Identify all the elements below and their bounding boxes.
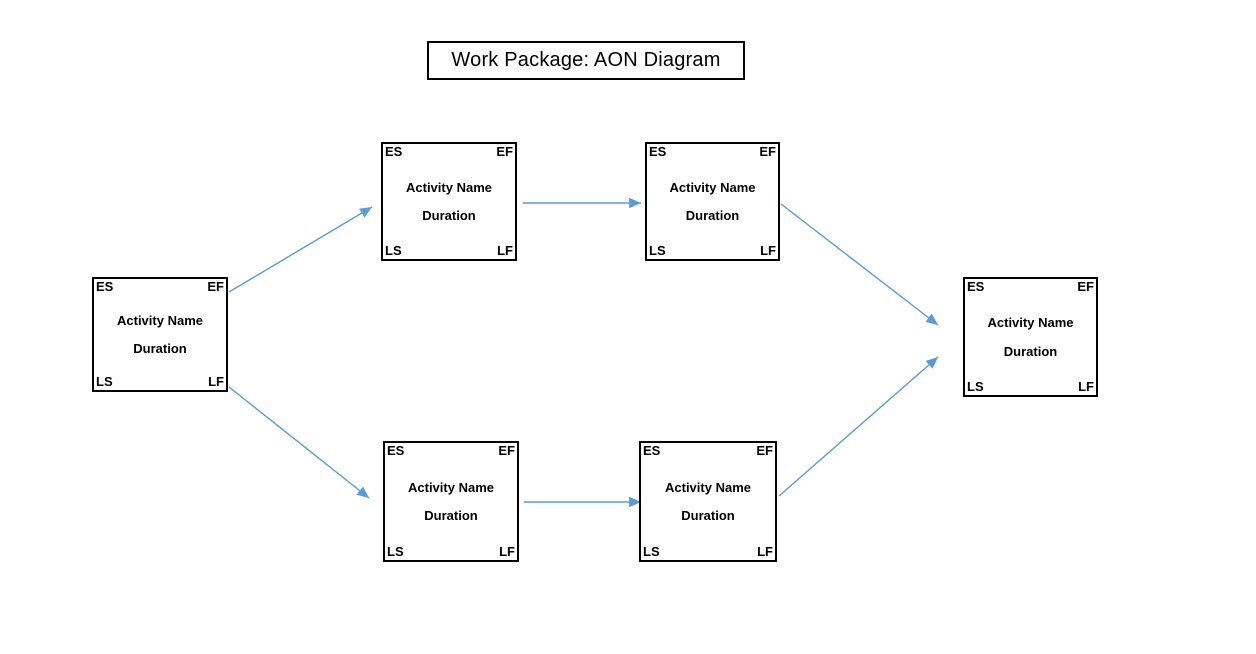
lf-label: LF bbox=[757, 544, 773, 560]
activity-name-label: Activity Name bbox=[408, 479, 494, 495]
late-dates-row: LS LF bbox=[385, 544, 517, 560]
ef-label: EF bbox=[496, 144, 513, 159]
lf-label: LF bbox=[499, 544, 515, 560]
activity-name-label: Activity Name bbox=[117, 312, 203, 328]
early-dates-row: ES EF bbox=[385, 443, 517, 459]
activity-name-label: Activity Name bbox=[665, 479, 751, 495]
duration-label: Duration bbox=[681, 508, 735, 523]
activity-node-start: ES EF Activity Name Duration LS LF bbox=[92, 277, 228, 392]
ls-label: LS bbox=[643, 544, 660, 560]
duration-label: Duration bbox=[685, 208, 740, 223]
node-center: Activity Name Duration bbox=[383, 160, 515, 244]
early-dates-row: ES EF bbox=[647, 144, 778, 160]
duration-label: Duration bbox=[422, 208, 476, 223]
ef-label: EF bbox=[207, 279, 224, 294]
es-label: ES bbox=[649, 144, 667, 159]
arrow-upper-2-to-end bbox=[780, 203, 939, 326]
early-dates-row: ES EF bbox=[94, 279, 226, 295]
late-dates-row: LS LF bbox=[641, 544, 775, 560]
ef-label: EF bbox=[756, 443, 773, 458]
early-dates-row: ES EF bbox=[383, 144, 515, 160]
duration-label: Duration bbox=[133, 341, 187, 356]
es-label: ES bbox=[96, 279, 114, 294]
early-dates-row: ES EF bbox=[965, 279, 1096, 295]
node-center: Activity Name Duration bbox=[385, 459, 517, 545]
diagram-title: Work Package: AON Diagram bbox=[451, 49, 721, 71]
ef-label: EF bbox=[759, 144, 776, 159]
late-dates-row: LS LF bbox=[965, 379, 1096, 395]
activity-name-label: Activity Name bbox=[406, 179, 492, 195]
lf-label: LF bbox=[760, 243, 776, 259]
lf-label: LF bbox=[1078, 379, 1094, 395]
ls-label: LS bbox=[967, 379, 984, 395]
early-dates-row: ES EF bbox=[641, 443, 775, 459]
ef-label: EF bbox=[498, 443, 515, 458]
lf-label: LF bbox=[208, 374, 224, 390]
arrow-start-to-lower-1 bbox=[228, 386, 370, 499]
es-label: ES bbox=[643, 443, 661, 458]
activity-name-label: Activity Name bbox=[987, 315, 1074, 331]
node-center: Activity Name Duration bbox=[965, 295, 1096, 380]
activity-node-upper-1: ES EF Activity Name Duration LS LF bbox=[381, 142, 517, 261]
es-label: ES bbox=[385, 144, 403, 159]
activity-node-lower-2: ES EF Activity Name Duration LS LF bbox=[639, 441, 777, 562]
duration-label: Duration bbox=[1003, 343, 1058, 359]
lf-label: LF bbox=[497, 243, 513, 259]
ls-label: LS bbox=[649, 243, 666, 259]
node-center: Activity Name Duration bbox=[641, 459, 775, 545]
diagram-title-box: Work Package: AON Diagram bbox=[427, 41, 745, 80]
duration-label: Duration bbox=[424, 508, 478, 523]
ef-label: EF bbox=[1077, 279, 1094, 294]
ls-label: LS bbox=[387, 544, 404, 560]
activity-node-upper-2: ES EF Activity Name Duration LS LF bbox=[645, 142, 780, 261]
activity-node-lower-1: ES EF Activity Name Duration LS LF bbox=[383, 441, 519, 562]
late-dates-row: LS LF bbox=[647, 243, 778, 259]
late-dates-row: LS LF bbox=[383, 243, 515, 259]
activity-node-end: ES EF Activity Name Duration LS LF bbox=[963, 277, 1098, 397]
es-label: ES bbox=[387, 443, 405, 458]
arrow-start-to-upper-1 bbox=[228, 206, 373, 293]
node-center: Activity Name Duration bbox=[94, 295, 226, 375]
node-center: Activity Name Duration bbox=[647, 160, 778, 244]
ls-label: LS bbox=[385, 243, 402, 259]
es-label: ES bbox=[967, 279, 985, 294]
ls-label: LS bbox=[96, 374, 113, 390]
late-dates-row: LS LF bbox=[94, 374, 226, 390]
arrow-lower-2-to-end bbox=[778, 356, 939, 497]
activity-name-label: Activity Name bbox=[669, 179, 756, 195]
